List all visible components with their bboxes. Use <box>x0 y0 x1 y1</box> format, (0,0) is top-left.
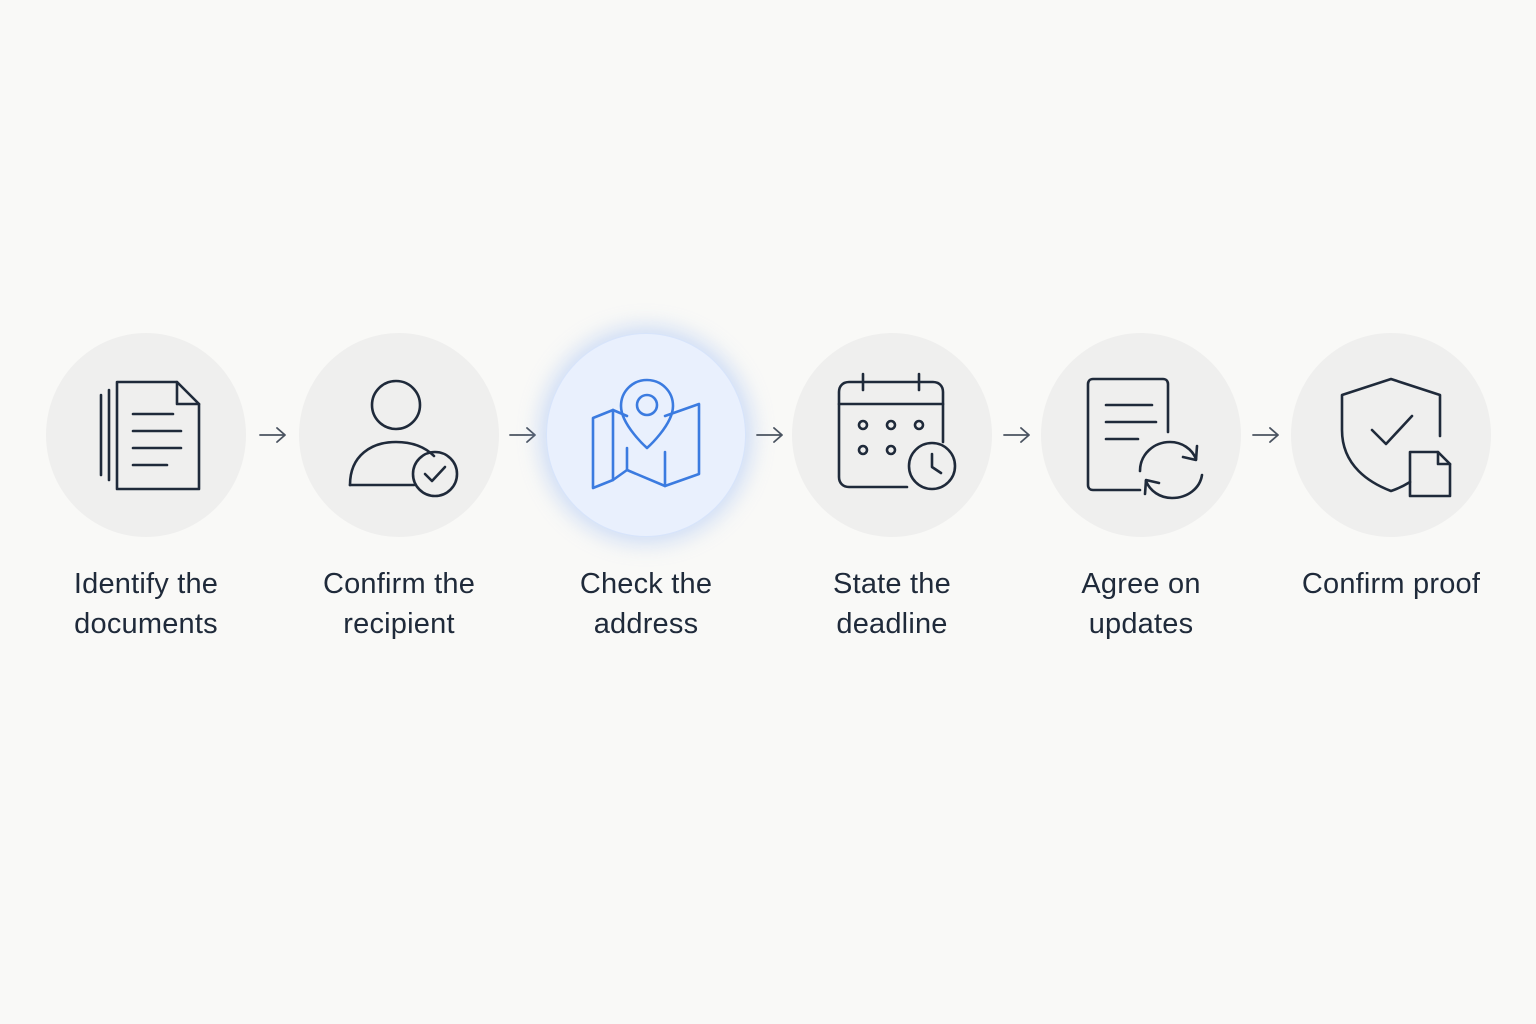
documents-icon <box>99 380 201 491</box>
calendar-clock-icon <box>837 372 957 491</box>
map-pin-icon <box>591 378 701 490</box>
step-label: Agree on updates <box>1081 568 1201 640</box>
step-circle-active <box>546 333 746 537</box>
document-refresh-icon <box>1086 377 1204 500</box>
step-circle <box>46 333 246 537</box>
step-check-address: Check the address <box>516 333 776 644</box>
step-label: Confirm the recipient <box>322 568 476 640</box>
user-check-icon <box>348 379 459 498</box>
step-identify-documents: Identify the documents <box>16 333 276 644</box>
step-confirm-recipient: Confirm the recipient <box>269 333 529 644</box>
arrow-right-icon <box>1252 427 1279 443</box>
arrow-right-icon <box>756 427 783 443</box>
shield-check-icon <box>1340 377 1452 498</box>
step-confirm-proof: Confirm proof <box>1261 333 1521 604</box>
step-circle <box>1291 333 1491 537</box>
arrow-right-icon <box>1003 427 1030 443</box>
step-circle <box>299 333 499 537</box>
arrow-right-icon <box>259 427 286 443</box>
step-label: Check the address <box>579 568 713 640</box>
step-label: Identify the documents <box>73 568 219 640</box>
step-agree-updates: Agree on updates <box>1011 333 1271 644</box>
step-label: State the deadline <box>833 568 951 640</box>
step-label: Confirm proof <box>1301 568 1481 600</box>
step-state-deadline: State the deadline <box>762 333 1022 644</box>
step-circle <box>792 333 992 537</box>
arrow-right-icon <box>509 427 536 443</box>
step-circle <box>1041 333 1241 537</box>
